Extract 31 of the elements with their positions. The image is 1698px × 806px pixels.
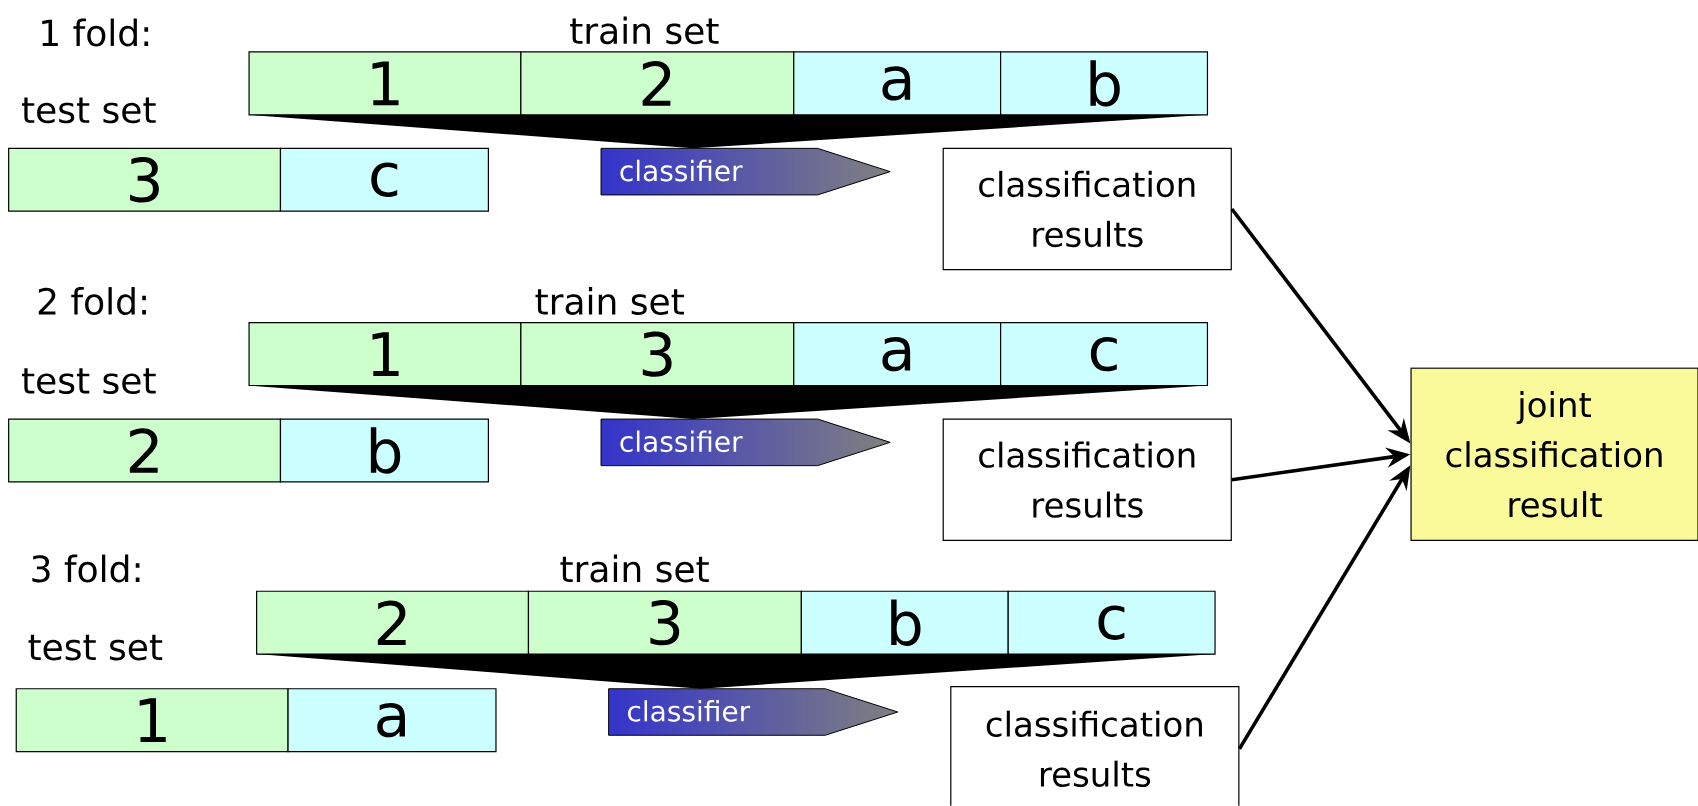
set-label: 1 fold: [42, 18, 149, 47]
data-cell: a [793, 322, 1002, 387]
data-cell: 1 [15, 688, 289, 753]
data-cell: 3 [8, 147, 282, 212]
set-label: train set [570, 16, 719, 45]
data-cell: b [800, 590, 1009, 655]
set-label: 3 fold: [32, 554, 140, 583]
set-label: train set [560, 554, 709, 583]
data-cell: c [1000, 322, 1209, 387]
set-label: train set [535, 287, 684, 316]
data-cell: 3 [527, 590, 802, 655]
data-cell: a [793, 51, 1002, 116]
results-box: classification results [942, 147, 1232, 271]
results-box: classification results [950, 686, 1240, 806]
data-cell: a [287, 688, 497, 753]
data-cell: b [1000, 51, 1209, 116]
data-cell: c [1007, 590, 1216, 655]
data-cell: 1 [248, 322, 522, 387]
result-box: joint classification result [1410, 367, 1698, 542]
data-cell: 3 [520, 322, 795, 387]
set-label: test set [22, 368, 156, 395]
results-box: classification results [942, 418, 1232, 542]
set-label: test set [22, 97, 156, 124]
data-cell: 2 [520, 51, 795, 116]
data-cell: b [279, 418, 489, 483]
set-label: 2 fold: [38, 287, 146, 316]
data-cell: 2 [8, 418, 282, 483]
data-cell: 1 [248, 51, 522, 116]
set-label: test set [28, 634, 163, 661]
data-cell: 2 [256, 590, 530, 655]
data-cell: c [279, 147, 489, 212]
